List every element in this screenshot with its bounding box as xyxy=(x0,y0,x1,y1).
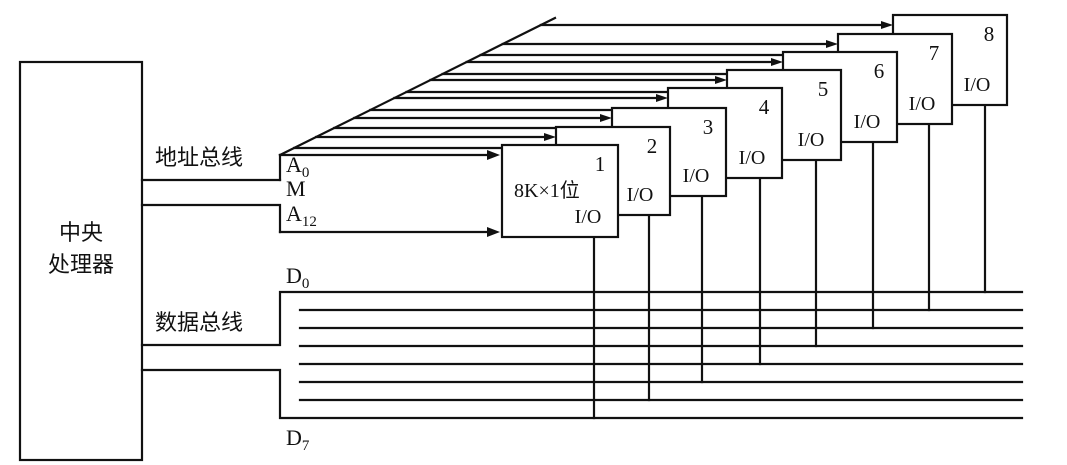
memory-chip-io-7: I/O xyxy=(909,93,936,115)
address-bus: 地址总线 A0 M A12 xyxy=(140,146,500,237)
address-fanout xyxy=(278,16,893,157)
data-bus-d7-line xyxy=(140,368,1024,420)
arrow-a0 xyxy=(487,150,500,160)
address-pin-m: M xyxy=(286,176,306,201)
data-pin-d0-sub: 0 xyxy=(302,276,310,292)
cpu-block: 中央 处理器 xyxy=(18,60,144,462)
memory-chip-io-1: I/O xyxy=(575,206,602,228)
memory-chip-1: 1I/O 8K×1位 xyxy=(500,143,620,239)
address-bus-label: 地址总线 xyxy=(155,146,243,171)
data-pin-d0: D0 xyxy=(286,263,309,292)
address-fanout-arrow-chip-7 xyxy=(826,40,838,48)
address-pin-a12-letter: A xyxy=(286,201,302,226)
memory-chip-io-5: I/O xyxy=(798,129,825,151)
data-bus-d0-line xyxy=(140,290,1024,347)
data-bus: 数据总线 D0 D7 xyxy=(140,103,1024,454)
memory-chip-number-7: 7 xyxy=(929,41,940,65)
data-pin-d7-sub: 7 xyxy=(302,438,310,454)
memory-chip-io-4: I/O xyxy=(739,147,766,169)
address-pin-a12-sub: 12 xyxy=(302,214,317,230)
address-pin-a0: A0 xyxy=(286,152,309,181)
address-bus-line-lower xyxy=(140,203,282,234)
address-fanout-diagonal xyxy=(278,16,557,157)
memory-chips: 8I/O7I/O6I/O5I/O4I/O3I/O2I/O1I/O8K×1位 xyxy=(500,13,1009,239)
data-pin-d7: D7 xyxy=(286,425,310,454)
data-bus-label: 数据总线 xyxy=(155,311,243,336)
memory-chip-number-2: 2 xyxy=(647,134,658,158)
address-pin-a12: A12 xyxy=(286,201,317,230)
cpu-box xyxy=(18,60,144,462)
memory-chip-io-2: I/O xyxy=(627,184,654,206)
memory-chip-number-4: 4 xyxy=(759,95,770,119)
cpu-label-line1: 中央 xyxy=(59,221,103,246)
address-fanout-arrow-chip-3 xyxy=(600,114,612,122)
memory-chip-number-8: 8 xyxy=(984,22,995,46)
address-fanout-arrow-chip-8 xyxy=(881,21,893,29)
address-fanout-arrow-chip-6 xyxy=(771,58,783,66)
memory-chip-number-5: 5 xyxy=(818,77,829,101)
memory-chip-io-3: I/O xyxy=(683,165,710,187)
memory-chip-io-8: I/O xyxy=(964,74,991,96)
memory-chip-box-1 xyxy=(500,143,620,239)
memory-chip-number-6: 6 xyxy=(874,59,885,83)
address-fanout-arrow-chip-2 xyxy=(544,133,556,141)
address-pin-a0-sub: 0 xyxy=(302,165,310,181)
memory-chip-number-1: 1 xyxy=(595,152,606,176)
memory-chip-number-3: 3 xyxy=(703,115,714,139)
memory-chip-io-6: I/O xyxy=(854,111,881,133)
address-fanout-arrow-chip-4 xyxy=(656,94,668,102)
address-fanout-arrow-chip-5 xyxy=(715,76,727,84)
arrow-a12 xyxy=(487,227,500,237)
data-pin-d7-letter: D xyxy=(286,425,302,450)
address-pin-a0-letter: A xyxy=(286,152,302,177)
cpu-label-line2: 处理器 xyxy=(48,253,114,278)
data-pin-d0-letter: D xyxy=(286,263,302,288)
memory-chip-spec-1: 8K×1位 xyxy=(514,179,580,202)
